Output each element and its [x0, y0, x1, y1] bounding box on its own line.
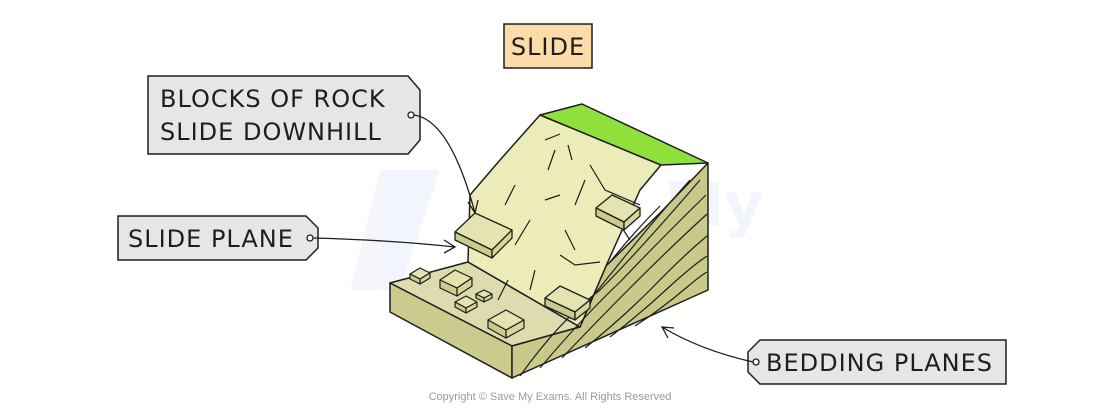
copyright-notice: Copyright © Save My Exams. All Rights Re… — [428, 391, 672, 403]
grass-top — [539, 103, 709, 166]
debris-4 — [475, 289, 493, 303]
label-bedding-planes-text: BEDDING PLANES — [766, 349, 993, 377]
debris-blocks — [409, 267, 525, 339]
sliding-blocks — [454, 194, 641, 321]
debris-1 — [409, 267, 431, 285]
bedding-plane-lines — [519, 179, 708, 377]
label-blocks-line1: BLOCKS OF ROCK — [160, 85, 386, 113]
label-slide-plane: SLIDE PLANE — [117, 215, 319, 261]
block-upper-left — [454, 212, 513, 259]
title-box: SLIDE — [503, 23, 593, 69]
block-lower — [544, 285, 591, 321]
slope-cracks — [484, 133, 641, 301]
label-slide-plane-text: SLIDE PLANE — [128, 225, 294, 253]
diagram-title: SLIDE — [511, 33, 585, 61]
label-blocks-of-rock: BLOCKS OF ROCK SLIDE DOWNHILL — [147, 75, 421, 155]
block-right — [595, 194, 641, 231]
debris-3 — [454, 295, 478, 314]
debris-5 — [487, 309, 525, 339]
arrow-slide-plane — [312, 237, 456, 248]
arrow-bedding-planes — [661, 326, 754, 363]
hillside — [389, 103, 709, 379]
label-bedding-planes: BEDDING PLANES — [747, 339, 1007, 385]
debris-2 — [439, 269, 473, 297]
label-blocks-line2: SLIDE DOWNHILL — [160, 118, 382, 146]
arrow-blocks — [413, 114, 476, 214]
